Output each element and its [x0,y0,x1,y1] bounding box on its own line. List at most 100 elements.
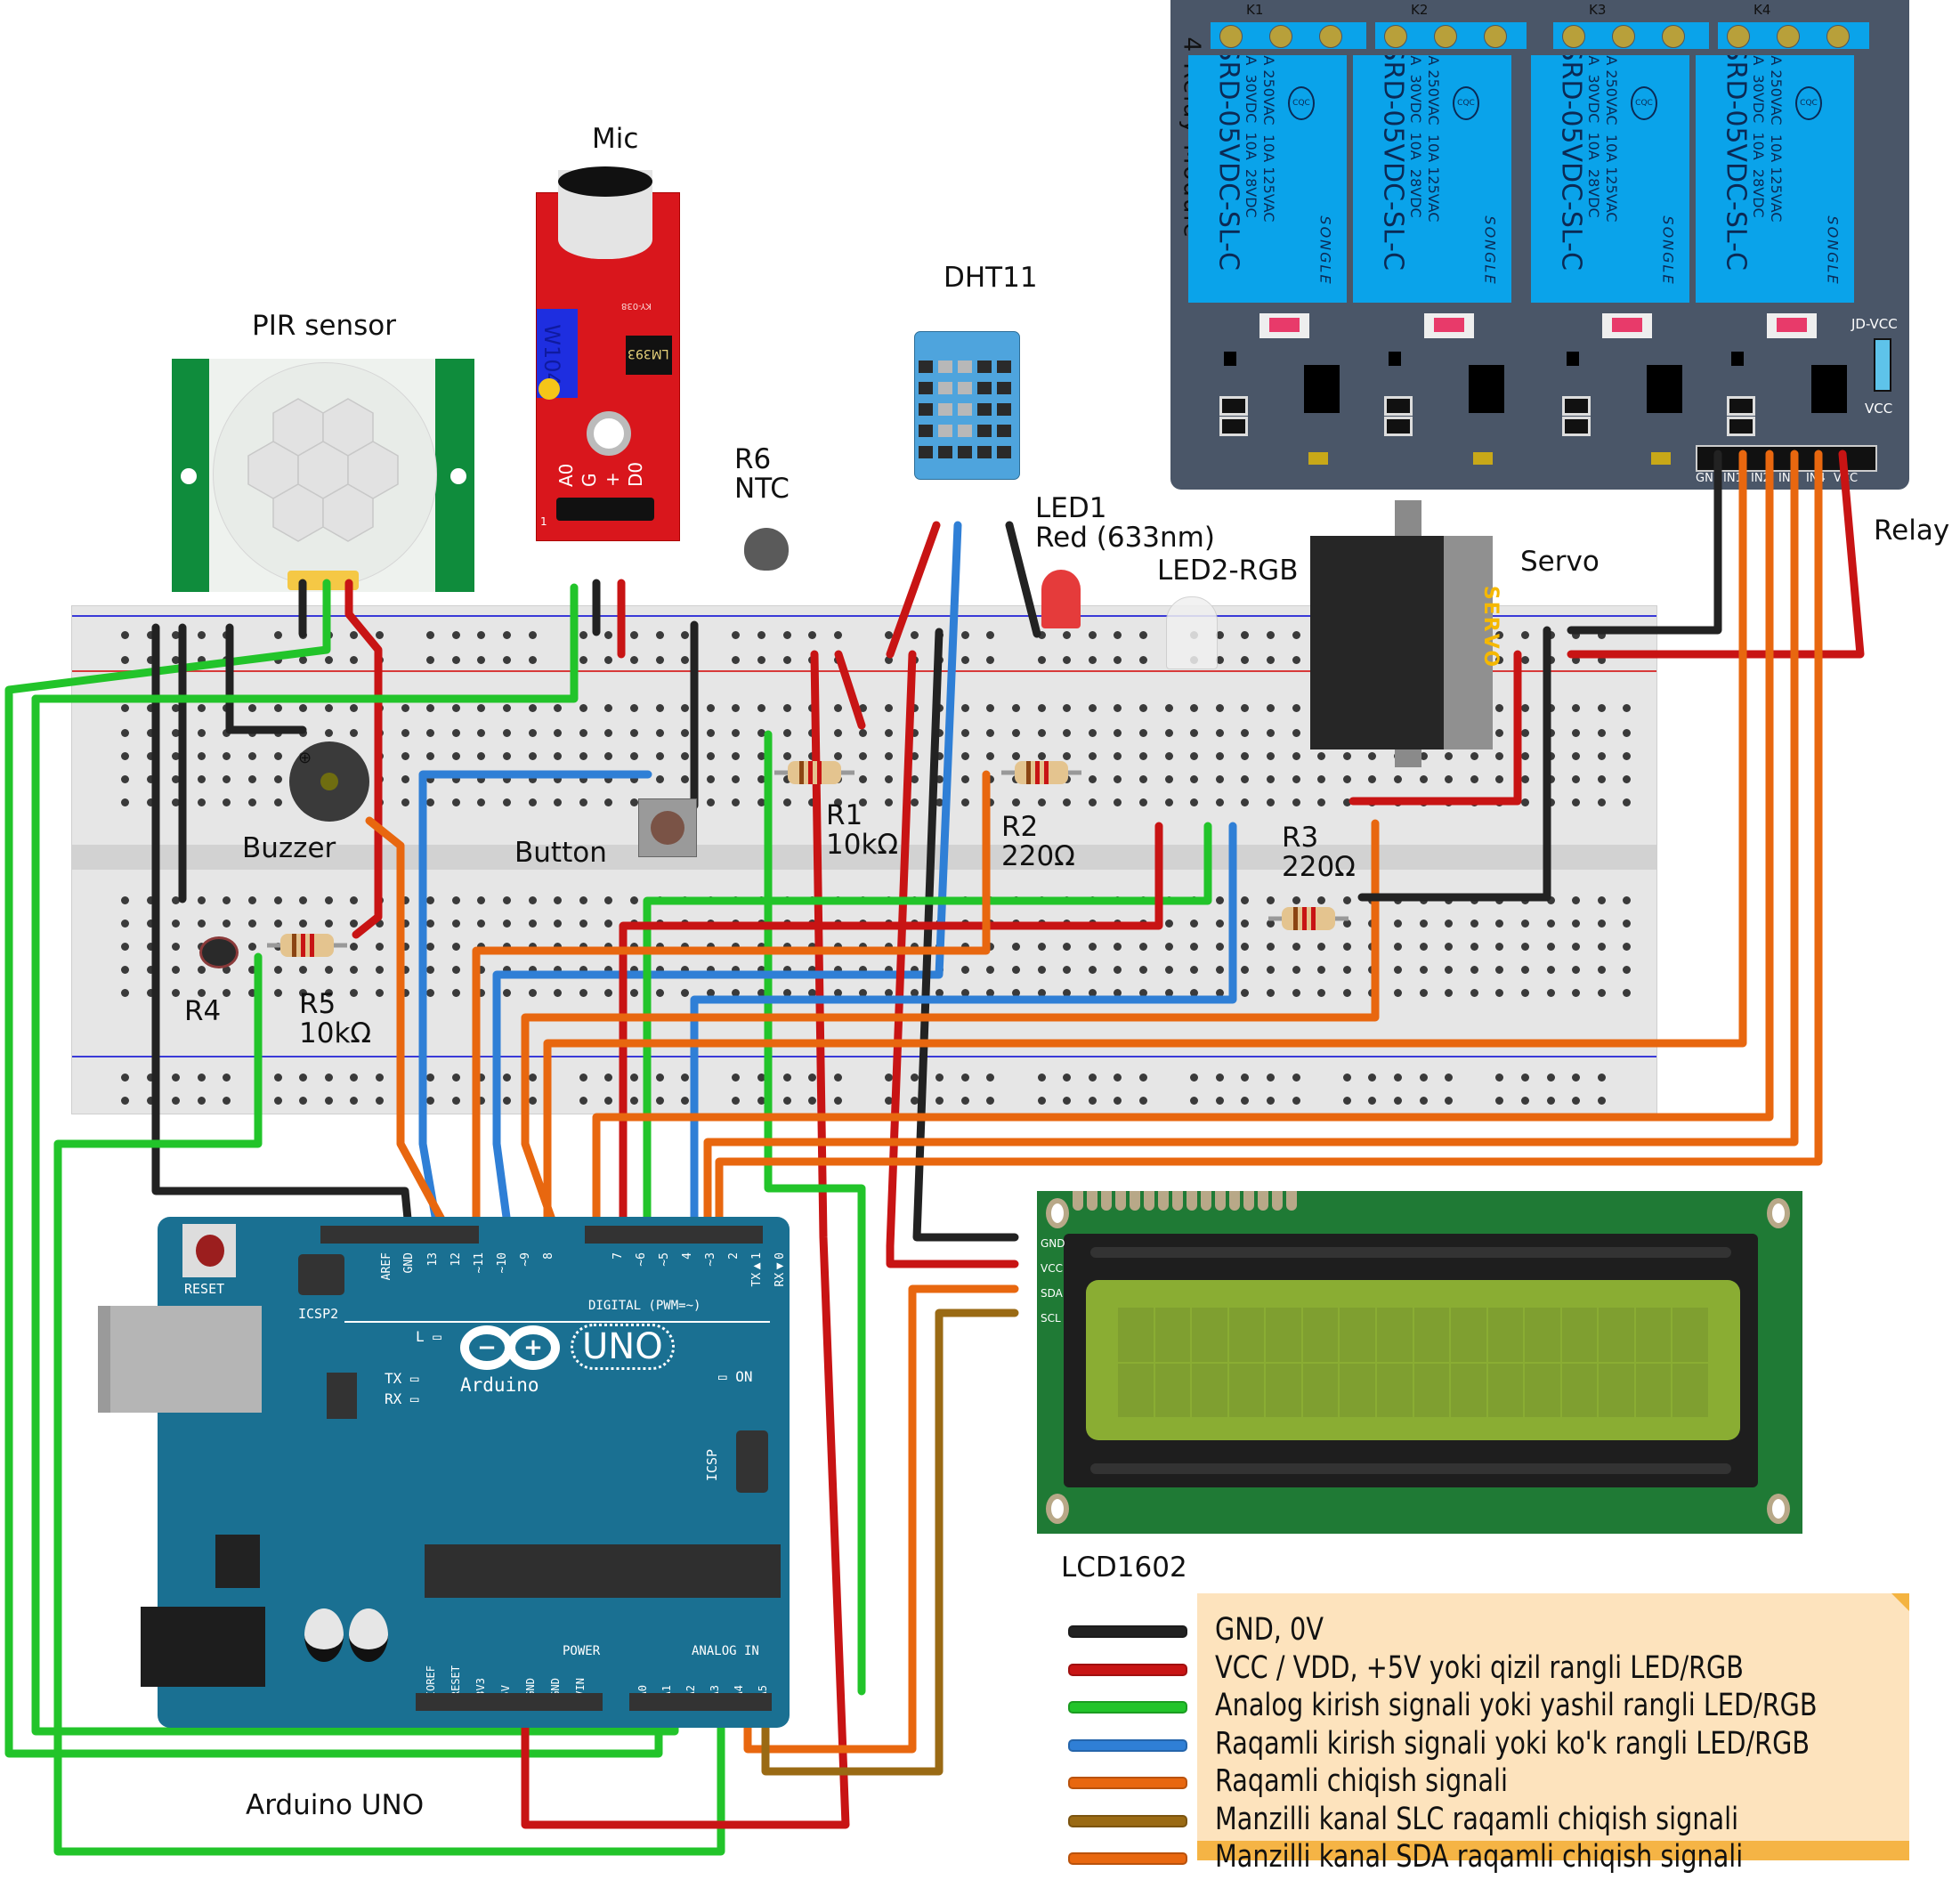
wire [543,450,1747,1242]
screw-terminal-icon [1434,25,1457,48]
wire [619,822,1163,1242]
power-header [416,1693,603,1711]
transistor [1731,352,1744,366]
screw-terminal-icon [1612,25,1635,48]
voltage-regulator [215,1535,260,1588]
legend-item: Manzilli kanal SLC raqamli chiqish signa… [0,1802,1960,1839]
pir-label: PIR sensor [252,310,396,342]
relay-channel-label: K2 [1411,2,1429,18]
r2-label: R2 220Ω [1001,811,1075,872]
pir-fresnel-lens-icon [247,398,399,542]
legend-text: GND, 0V [1215,1612,1324,1648]
digital-pin-label: TX▶1 [750,1252,764,1287]
lcd-char-cell [1451,1308,1486,1362]
push-button[interactable] [638,798,697,857]
wire [225,623,307,734]
transistor [1567,352,1579,366]
lcd-char-cell [1154,1308,1191,1362]
analog-header [629,1693,772,1711]
relay-status-led [1259,313,1309,338]
servo-label: Servo [1520,546,1600,578]
smd-resistor [1562,417,1591,436]
wire [4,579,663,1758]
digital-pin-label: ~3 [704,1252,717,1267]
buzzer-label: Buzzer [242,832,336,864]
lcd-char-cell [1376,1363,1413,1417]
wire [761,1308,1019,1776]
reset-button[interactable] [182,1224,236,1277]
relay-body: SRD-05VDC-SL-C 10A 250VAC 10A 125VAC 10A… [1696,55,1854,303]
relay-jumper-label-top: JD-VCC [1851,316,1898,332]
legend-item: Raqamli chiqish signali [0,1763,1960,1801]
legend-text: Manzilli kanal SDA raqamli chiqish signa… [1215,1839,1744,1875]
relay-channel-label: K1 [1246,2,1264,18]
relay-label: Relay [1874,514,1950,547]
wire [764,730,866,1696]
lcd-header-pin [1258,1191,1268,1211]
digital-pin-label: ~5 [658,1252,671,1267]
lcd-header-pin [1087,1191,1097,1211]
relay-pin-label: IN2 [1751,472,1770,485]
transistor [1389,352,1401,366]
lcd-header-pin [1073,1191,1083,1211]
lcd-header-pin [1272,1191,1283,1211]
digital-pin-label: ~6 [635,1252,648,1267]
relay-body: SRD-05VDC-SL-C 10A 250VAC 10A 125VAC 10A… [1188,55,1347,303]
wire [151,623,414,1242]
lcd-char-cell [1599,1308,1634,1362]
lcd-header-pin [1187,1191,1197,1211]
lcd-char-cell [1413,1308,1450,1362]
optocoupler [1304,365,1340,413]
lcd-char-cell [1192,1363,1227,1417]
wire [418,770,652,1242]
wire [492,521,962,1242]
resistor [1268,907,1349,930]
dc-jack [141,1607,265,1687]
mic-potentiometer: W104 [537,309,578,400]
lcd-mount-hole [1046,1198,1069,1228]
digital-pin-label: 13 [426,1252,440,1267]
led-tx: TX ▭ [385,1370,419,1387]
wire [344,579,383,939]
lcd-header-pin [1115,1191,1126,1211]
lcd-char-cell [1599,1363,1634,1417]
screw-terminal-icon [1269,25,1292,48]
lcd-char-cell [1635,1363,1672,1417]
lcd-header-pin [1144,1191,1154,1211]
r4-photoresistor [199,936,239,968]
mic-label: Mic [592,123,639,155]
smd-resistor [1562,396,1591,416]
dht11-sensor [914,331,1020,480]
smd-pad [1651,452,1671,465]
wire-color-legend [1197,1593,1909,1860]
legend-item: GND, 0V [0,1612,1960,1649]
smd-pad [1473,452,1493,465]
wire [1357,626,1551,902]
r3-label: R3 220Ω [1282,822,1356,883]
wire [912,628,1019,1242]
smd-resistor [1384,417,1413,436]
icsp-header [736,1430,768,1493]
lcd-char-cell [1228,1308,1265,1362]
led1-label: LED1 Red (633nm) [1035,492,1215,554]
wire [643,822,1212,1242]
screw-terminal-icon [1777,25,1800,48]
legend-text: Analog kirish signali yoki yashil rangli… [1215,1688,1818,1723]
led2-label: LED2-RGB [1157,555,1299,587]
screw-terminal-icon [1384,25,1407,48]
relay-jumper[interactable] [1874,338,1891,392]
relay-body: SRD-05VDC-SL-C 10A 250VAC 10A 125VAC 10A… [1353,55,1511,303]
legend-wire-swatch [1068,1738,1187,1752]
optocoupler [1811,365,1847,413]
wire [1005,521,1041,638]
power-rail-top [72,615,1656,617]
usb-connector [98,1306,262,1413]
lcd-char-cell [1192,1308,1227,1362]
relay-body: SRD-05VDC-SL-C 10A 250VAC 10A 125VAC 10A… [1531,55,1689,303]
lcd-char-cell [1672,1308,1708,1362]
wire [715,450,1823,1242]
digital-pin-label: AREF [380,1252,393,1281]
